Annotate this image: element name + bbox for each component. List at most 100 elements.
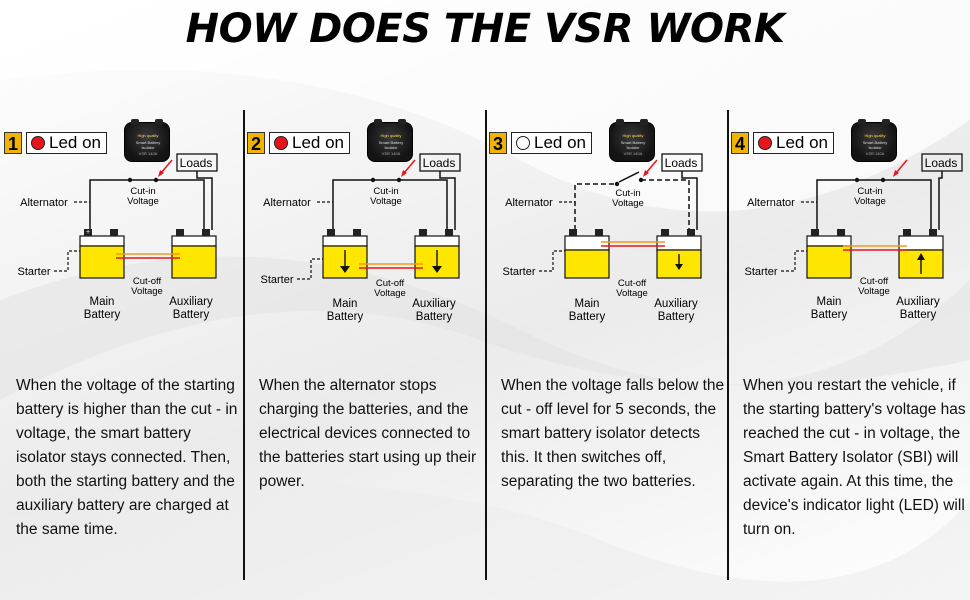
step-description: When the voltage falls below the cut - o…	[501, 377, 725, 490]
cutin-label-2: Voltage	[127, 196, 159, 207]
alternator-label: Alternator	[747, 197, 795, 209]
step-number: 1	[4, 132, 22, 154]
led-indicator-icon	[274, 136, 288, 150]
page-title: HOW DOES THE VSR WORK	[185, 6, 785, 52]
step-description: When you restart the vehicle, if the sta…	[743, 377, 966, 538]
starter-label: Starter	[744, 266, 777, 278]
starter-label: Starter	[17, 266, 50, 278]
arrow-head-icon	[893, 170, 899, 177]
led-indicator-icon	[31, 136, 45, 150]
discharge-arrow-icon	[340, 266, 350, 273]
circuit-diagram: Loads Cut-in Voltage Alternator Starter …	[17, 153, 218, 321]
cutin-label: Cut-in	[373, 186, 398, 197]
starter-wire	[297, 258, 323, 280]
vsr-device-icon: High quality Smart Battery Isolator VSR …	[367, 119, 413, 162]
aux-battery-label: Auxiliary	[169, 296, 213, 308]
cutoff-label-2: Voltage	[858, 286, 890, 297]
device-name-text: Smart Battery Isolator	[620, 140, 646, 150]
switch-node-left	[127, 177, 133, 183]
step-header: 4 Led on	[731, 132, 834, 154]
arrow-indicator	[403, 159, 416, 174]
cutin-label-2: Voltage	[854, 196, 886, 207]
aux-battery-label: Auxiliary	[654, 298, 698, 310]
cutin-wire-right	[156, 179, 205, 230]
loads-wire	[938, 171, 943, 230]
device-brand-text: High quality	[622, 133, 644, 138]
main-battery-label-2: Battery	[569, 311, 606, 323]
device-model-text: VSR 140A	[381, 151, 401, 156]
circuit-diagram: Loads Cut-in Voltage Alternator Starter	[260, 153, 461, 323]
main-battery-label-2: Battery	[84, 309, 121, 321]
discharge-arrow-icon	[432, 266, 442, 273]
step-number: 3	[489, 132, 507, 154]
starter-wire	[539, 250, 565, 272]
divider-2	[485, 110, 487, 580]
main-battery	[322, 229, 368, 279]
aux-battery-label-2: Battery	[416, 311, 453, 323]
device-name-text: Smart Battery Isolator	[378, 140, 404, 150]
led-status: Led on	[26, 132, 107, 154]
arrow-indicator	[160, 159, 173, 174]
alternator-label: Alternator	[20, 197, 68, 209]
cutin-wire	[816, 179, 857, 230]
led-status: Led on	[511, 132, 592, 154]
device-brand-text: High quality	[380, 133, 402, 138]
step-panel-1: 1 Led on High quality Smart Battery Isol…	[4, 118, 244, 588]
step-description: When the voltage of the starting battery…	[16, 377, 238, 538]
main-battery-label: Main	[90, 296, 115, 308]
device-model-text: VSR 140A	[623, 151, 643, 156]
arrow-head-icon	[158, 170, 164, 177]
step-number: 2	[247, 132, 265, 154]
aux-battery	[656, 229, 702, 279]
arrow-indicator	[895, 159, 908, 174]
circuit-diagram: Loads Cut-in Voltage Alternator Starter	[744, 153, 963, 321]
main-battery-label: Main	[575, 298, 600, 310]
main-battery	[806, 229, 852, 279]
starter-label: Starter	[260, 274, 293, 286]
led-label: Led on	[49, 133, 101, 152]
vsr-device-icon: High quality Smart Battery Isolator VSR …	[609, 119, 655, 162]
divider-3	[727, 110, 729, 580]
vsr-device-icon: High quality Smart Battery Isolator VSR …	[851, 119, 897, 162]
cutoff-label: Cut-off	[618, 278, 647, 289]
step-description: When the alternator stops charging the b…	[259, 377, 477, 490]
starter-label: Starter	[502, 266, 535, 278]
led-label: Led on	[292, 133, 344, 152]
cutoff-label: Cut-off	[133, 276, 162, 287]
cutin-label: Cut-in	[615, 188, 640, 199]
step-number: 4	[731, 132, 749, 154]
switch-node-left	[370, 177, 376, 183]
switch-contact-open	[618, 171, 640, 183]
cutin-wire	[332, 179, 373, 230]
aux-battery	[171, 229, 217, 279]
arrow-head-icon	[401, 170, 407, 177]
step-panel-3: 3 Led on High quality Smart Battery Isol…	[489, 118, 729, 588]
cutoff-label-2: Voltage	[616, 288, 648, 299]
main-battery-label-2: Battery	[327, 311, 364, 323]
main-battery: +	[79, 229, 125, 279]
cutin-wire-right	[883, 179, 932, 230]
alternator-label: Alternator	[505, 197, 553, 209]
step-panel-2: 2 Led on High quality Smart Battery Isol…	[247, 118, 487, 588]
loads-label: Loads	[665, 156, 698, 170]
loads-label: Loads	[925, 156, 958, 170]
cutoff-label-2: Voltage	[131, 286, 163, 297]
alternator-label: Alternator	[263, 197, 311, 209]
svg-text:+: +	[86, 229, 90, 236]
aux-battery	[898, 229, 944, 279]
loads-label: Loads	[423, 156, 456, 170]
cutoff-label: Cut-off	[376, 278, 405, 289]
aux-battery-label: Auxiliary	[412, 298, 456, 310]
device-name-text: Smart Battery Isolator	[862, 140, 888, 150]
cutoff-label: Cut-off	[860, 276, 889, 287]
led-status: Led on	[753, 132, 834, 154]
circuit-diagram: Loads Cut-in Voltage Alternator Starter	[502, 153, 703, 323]
discharge-arrow-icon	[675, 264, 683, 270]
loads-wire	[439, 171, 456, 230]
step-panel-4: 4 Led on High quality Smart Battery Isol…	[731, 118, 970, 588]
device-name-text: Smart Battery Isolator	[135, 140, 161, 150]
cutin-label-2: Voltage	[370, 196, 402, 207]
led-indicator-icon	[758, 136, 772, 150]
device-model-text: VSR 140A	[138, 151, 158, 156]
charge-arrow-icon	[917, 253, 925, 260]
